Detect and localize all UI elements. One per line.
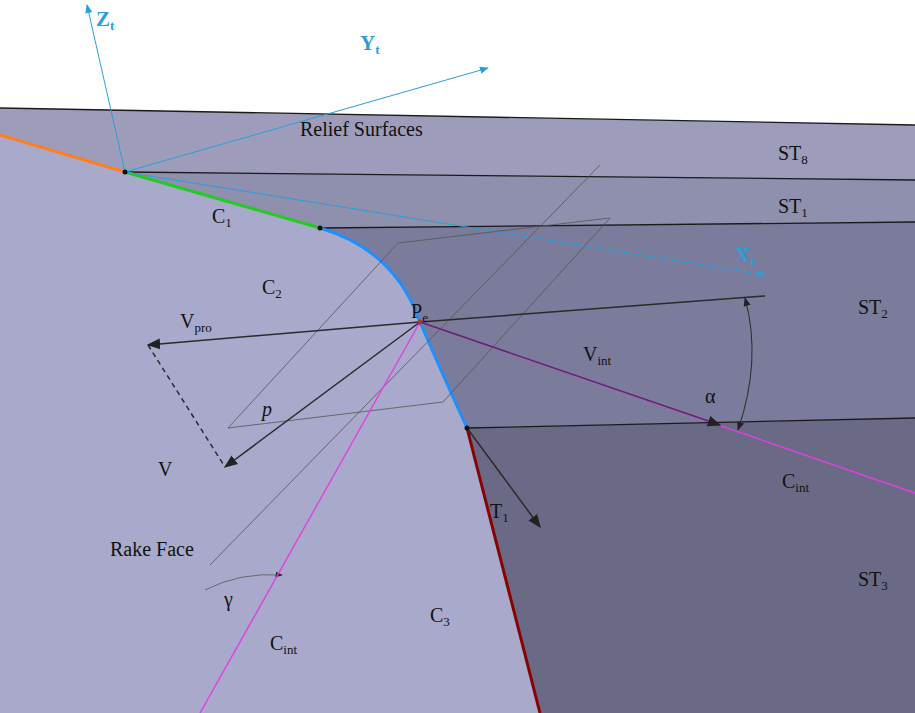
- subscript: t: [750, 254, 754, 269]
- subscript: 3: [881, 578, 888, 593]
- vectors: [148, 296, 765, 527]
- subscript: 3: [443, 614, 450, 629]
- subscript: pro: [194, 320, 211, 335]
- curve-label: Cint: [782, 470, 809, 499]
- surface-label: ST1: [778, 195, 808, 224]
- relief-surface-st3: [467, 418, 915, 713]
- surface-label: Relief Surfaces: [300, 118, 423, 140]
- subscript: t: [375, 42, 379, 57]
- subscript: 1: [225, 215, 232, 230]
- subscript: int: [795, 480, 809, 495]
- surface-boundaries: [0, 108, 915, 428]
- tool-axes: [87, 5, 765, 275]
- relief-surface-st2: [320, 222, 915, 428]
- relief-surface-st1: [125, 172, 915, 228]
- subscript: 2: [881, 306, 888, 321]
- edge-label: C3: [430, 604, 450, 633]
- edge-label: C1: [212, 205, 232, 234]
- surface-label: ST8: [778, 142, 808, 171]
- subscript: 1: [502, 510, 509, 525]
- surface-label: ST3: [858, 568, 888, 597]
- vector-label: Vint: [583, 343, 611, 372]
- vector-label: V: [158, 458, 172, 480]
- subscript: int: [597, 353, 611, 368]
- point-label: Pe: [411, 300, 428, 329]
- origin-point: [123, 170, 128, 175]
- edge-segment: [0, 135, 125, 172]
- relief-surface-st8: [0, 108, 915, 180]
- edge-point: [465, 426, 470, 431]
- edge-point: [318, 226, 323, 231]
- surface-label: Rake Face: [110, 538, 194, 560]
- subscript: 1: [801, 205, 808, 220]
- axis-label: Zt: [96, 8, 114, 37]
- plane-label: p: [262, 398, 272, 420]
- edge-segment: [467, 428, 540, 713]
- axis-label: Yt: [360, 32, 380, 61]
- vector-label: Vpro: [180, 310, 212, 339]
- angle-label: α: [705, 385, 715, 407]
- construction-lines: [205, 165, 610, 590]
- subscript: 2: [275, 286, 282, 301]
- edge-label: C2: [262, 276, 282, 305]
- axis-label: Xt: [735, 244, 755, 273]
- subscript: e: [422, 310, 428, 325]
- vector-label: T1: [490, 500, 509, 529]
- intersection-curve: [200, 322, 915, 713]
- subscript: int: [283, 642, 297, 657]
- surface-label: ST2: [858, 296, 888, 325]
- angle-label: γ: [224, 588, 233, 610]
- curve-label: Cint: [270, 632, 297, 661]
- subscript: 8: [801, 152, 808, 167]
- subscript: t: [110, 18, 114, 33]
